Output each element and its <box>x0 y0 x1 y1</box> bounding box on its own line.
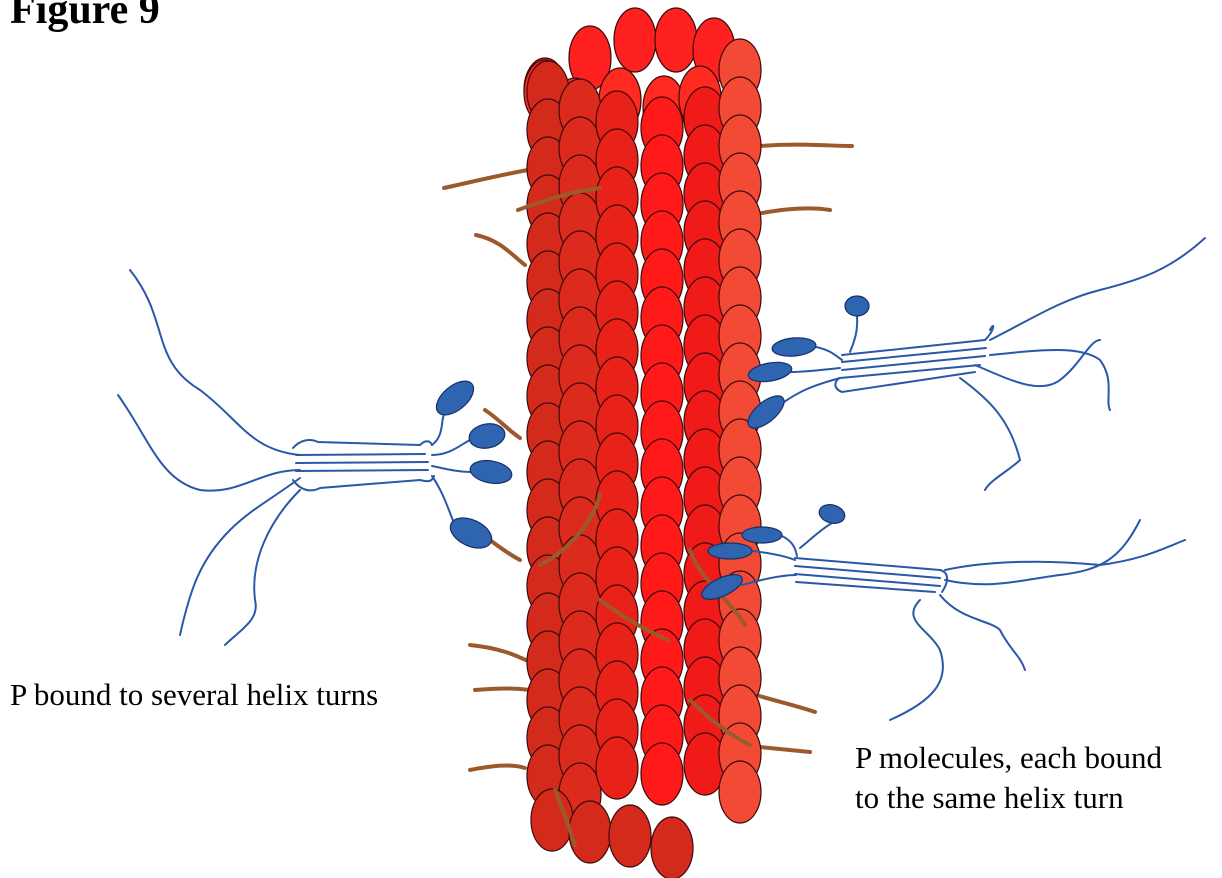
p-right-top-tether-0 <box>850 316 857 352</box>
p-right-top-bundle-1 <box>842 348 986 362</box>
p-right-top-domain-1 <box>771 336 816 358</box>
p-left-tail-3 <box>225 490 300 645</box>
p-left-bundle-2 <box>296 462 428 463</box>
p-left-tether-3 <box>432 476 455 525</box>
rna-strand-back-1 <box>476 235 525 265</box>
phosphoprotein-icon-left <box>118 270 514 645</box>
p-left-domain-2 <box>468 458 513 487</box>
p-right-top-tail-3 <box>960 378 1020 490</box>
p-right-top-tail-0 <box>990 238 1205 340</box>
p-left-tail-1 <box>118 395 300 491</box>
p-right-bottom-tether-1 <box>782 536 797 556</box>
p-right-bottom-tail-2 <box>940 595 1025 670</box>
rna-strand-back-5 <box>475 689 530 691</box>
p-right-bottom-domain-2 <box>708 543 752 559</box>
subunit <box>719 761 761 823</box>
p-right-bottom-domain-0 <box>817 502 847 526</box>
p-left-tail-2 <box>180 478 300 635</box>
p-right-top-bundle-3 <box>840 365 980 378</box>
rna-strand-back-6 <box>470 766 525 770</box>
p-right-top-domain-0 <box>845 296 869 316</box>
p-right-top-bundle-2 <box>842 356 985 370</box>
phosphoprotein-icon-right-bottom <box>698 502 1185 720</box>
p-left-domain-3 <box>446 512 497 554</box>
subunit-top-2 <box>614 8 656 72</box>
p-left-tether-0 <box>432 412 445 445</box>
subunit-bottom-3 <box>651 817 693 878</box>
p-right-top-tether-1 <box>816 347 842 360</box>
p-right-top-tail-1 <box>990 350 1110 410</box>
subunit <box>641 743 683 805</box>
rna-strand-back-2 <box>760 145 852 146</box>
p-left-tether-2 <box>432 466 472 472</box>
p-right-top-tether-2 <box>790 368 840 372</box>
helical-nucleocapsid-icon <box>524 8 761 878</box>
p-right-bottom-domain-1 <box>742 527 782 543</box>
p-right-bottom-tail-1 <box>945 520 1140 584</box>
p-left-bundle-4 <box>293 476 434 490</box>
rna-strand-back-4 <box>470 645 530 662</box>
p-right-bottom-tether-0 <box>800 523 832 548</box>
phosphoprotein-icon-right-top <box>743 238 1205 490</box>
p-left-tail-0 <box>130 270 300 455</box>
p-right-bottom-tail-0 <box>945 540 1185 570</box>
p-right-top-tail-2 <box>975 340 1100 386</box>
p-left-domain-0 <box>430 375 479 422</box>
p-right-top-bundle-0 <box>842 340 985 355</box>
p-right-bottom-tail-3 <box>890 600 943 720</box>
label-same-turn: P molecules, each bound to the same heli… <box>855 738 1162 818</box>
p-left-bundle-0 <box>293 440 432 448</box>
subunit <box>596 737 638 799</box>
p-left-tether-1 <box>432 440 470 455</box>
subunit-top-3 <box>655 8 697 72</box>
p-left-domain-1 <box>467 421 507 451</box>
p-right-top-bundle-5 <box>835 372 975 392</box>
p-right-top-tether-3 <box>780 378 840 405</box>
rna-strand-back-0 <box>444 170 528 188</box>
subunit-bottom-2 <box>609 805 651 867</box>
p-right-bottom-bundle-4 <box>940 570 947 592</box>
rna-strand-back-3 <box>762 208 830 213</box>
label-several-turns: P bound to several helix turns <box>10 675 378 715</box>
p-left-bundle-3 <box>296 470 428 471</box>
p-left-bundle-1 <box>296 454 425 455</box>
label-same-turn-line1: P molecules, each bound <box>855 738 1162 778</box>
subunit-bottom-1 <box>569 801 611 863</box>
label-same-turn-line2: to the same helix turn <box>855 778 1162 818</box>
